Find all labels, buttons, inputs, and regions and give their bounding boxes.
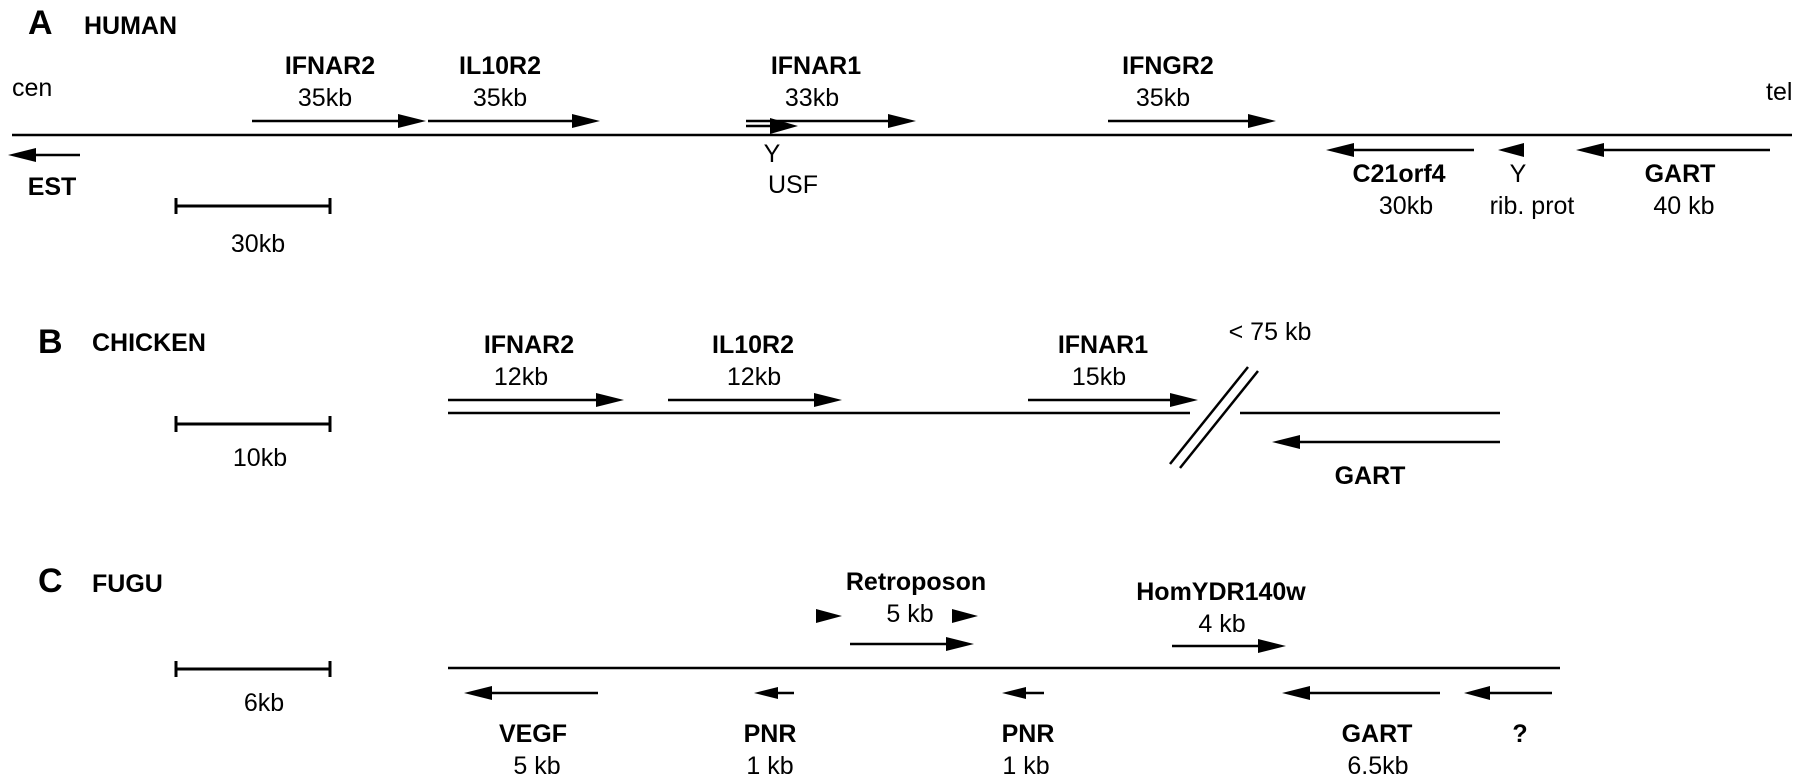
scale-bar: 30kb <box>174 198 332 258</box>
arrowhead-right <box>1248 114 1276 128</box>
gene-ifnar1: IFNAR1 33kb <box>746 52 916 134</box>
gene-label: IL10R2 <box>712 331 794 359</box>
arrowhead-left <box>1002 687 1026 699</box>
gene-label: ? <box>1512 720 1527 748</box>
telomere-label: tel <box>1766 78 1792 106</box>
gene-label: GART <box>1335 462 1406 490</box>
arrowhead-right <box>1258 639 1286 653</box>
gene-size: 40 kb <box>1653 192 1714 220</box>
gene-est: EST <box>8 148 80 201</box>
arrowhead-left <box>1464 686 1490 700</box>
arrowhead-left <box>1498 143 1524 157</box>
usf-label: USF <box>768 171 818 199</box>
gene-label: VEGF <box>499 720 567 748</box>
scale-label: 10kb <box>233 444 287 472</box>
gene-label: IFNAR1 <box>1058 331 1148 359</box>
gene-ifngr2: IFNGR2 35kb <box>1108 52 1276 128</box>
gap-break-mark <box>1169 366 1249 465</box>
gap-break-mark <box>1179 370 1259 469</box>
arrowhead-left <box>1576 143 1604 157</box>
panel-title: CHICKEN <box>92 329 206 357</box>
rib-label: rib. prot <box>1490 192 1575 220</box>
scale-label: 30kb <box>231 230 285 258</box>
gene-size: 1 kb <box>746 752 793 780</box>
arrowhead-right <box>1170 393 1198 407</box>
gene-vegf: VEGF 5 kb <box>464 686 598 780</box>
promoter-arrowhead <box>770 118 798 134</box>
scale-bar: 6kb <box>174 661 332 717</box>
gene-pnr: PNR 1 kb <box>744 687 797 780</box>
gene-label: Retroposon <box>846 568 986 596</box>
gene-label: IFNGR2 <box>1122 52 1214 80</box>
gene-size: 33kb <box>785 84 839 112</box>
gene-size: 35kb <box>298 84 352 112</box>
arrowhead-left <box>1282 686 1310 700</box>
panel-letter: A <box>28 4 53 42</box>
gene-gart: GART 40 kb <box>1576 143 1770 220</box>
gene-label: EST <box>28 173 77 201</box>
arrowhead-right <box>398 114 426 128</box>
gene-il10r2: IL10R2 12kb <box>668 331 842 407</box>
arrowhead-right <box>814 393 842 407</box>
gene-label: IFNAR2 <box>484 331 574 359</box>
ltr-arrowhead-left-end <box>816 609 842 623</box>
gene-homydr140w: HomYDR140w 4 kb <box>1136 578 1306 653</box>
gene-size: 35kb <box>1136 84 1190 112</box>
gene-size: 5 kb <box>886 600 933 628</box>
gene-size: 30kb <box>1379 192 1433 220</box>
gene-size: 1 kb <box>1002 752 1049 780</box>
gene-unknown: ? <box>1464 686 1552 748</box>
gene-ifnar2: IFNAR2 35kb <box>252 52 426 128</box>
gene-label: GART <box>1645 160 1716 188</box>
scale-label: 6kb <box>244 689 284 717</box>
gene-size: 12kb <box>727 363 781 391</box>
arrowhead-right <box>946 637 974 651</box>
usf-y-label: Y <box>764 140 781 168</box>
gene-c21orf4: C21orf4 30kb <box>1326 143 1474 220</box>
ribosomal-protein: Y rib. prot <box>1490 143 1575 220</box>
panel-c: C FUGU 6kb Retroposon 5 kb HomYDR140w 4 … <box>38 562 1560 780</box>
arrowhead-left <box>754 687 778 699</box>
gene-label: IL10R2 <box>459 52 541 80</box>
gene-size: 15kb <box>1072 363 1126 391</box>
arrowhead-left <box>8 148 36 162</box>
gene-gart: GART 6.5kb <box>1282 686 1440 780</box>
gene-il10r2: IL10R2 35kb <box>428 52 600 128</box>
scale-bar: 10kb <box>174 416 332 472</box>
gene-label: GART <box>1342 720 1413 748</box>
gene-size: 5 kb <box>513 752 560 780</box>
gene-label: IFNAR2 <box>285 52 375 80</box>
panel-title: FUGU <box>92 570 163 598</box>
gene-label: PNR <box>1002 720 1055 748</box>
centromere-label: cen <box>12 74 52 102</box>
gene-pnr: PNR 1 kb <box>1002 687 1055 780</box>
retroposon: Retroposon 5 kb <box>816 568 986 651</box>
panel-a: A HUMAN cen tel IFNAR2 35kb IL10R2 35kb … <box>8 4 1792 258</box>
gene-ifnar2: IFNAR2 12kb <box>448 331 624 407</box>
gene-size: 12kb <box>494 363 548 391</box>
rib-y-label: Y <box>1510 160 1527 188</box>
gene-label: HomYDR140w <box>1136 578 1306 606</box>
gene-size: 35kb <box>473 84 527 112</box>
gene-label: IFNAR1 <box>771 52 861 80</box>
panel-b: B CHICKEN 10kb < 75 kb IFNAR2 12kb IL10R… <box>38 318 1500 490</box>
arrowhead-left <box>464 686 492 700</box>
gap-label: < 75 kb <box>1229 318 1312 346</box>
arrowhead-right <box>596 393 624 407</box>
gene-ifnar1: IFNAR1 15kb <box>1028 331 1198 407</box>
gene-label: C21orf4 <box>1352 160 1445 188</box>
ltr-arrowhead-right-end <box>952 609 978 623</box>
gene-label: PNR <box>744 720 797 748</box>
arrowhead-right <box>572 114 600 128</box>
gene-gart: GART <box>1272 435 1500 490</box>
panel-title: HUMAN <box>84 12 177 40</box>
gene-size: 6.5kb <box>1347 752 1408 780</box>
panel-letter: C <box>38 562 63 600</box>
arrowhead-right <box>888 114 916 128</box>
gene-size: 4 kb <box>1198 610 1245 638</box>
panel-letter: B <box>38 323 63 361</box>
arrowhead-left <box>1326 143 1354 157</box>
arrowhead-left <box>1272 435 1300 449</box>
